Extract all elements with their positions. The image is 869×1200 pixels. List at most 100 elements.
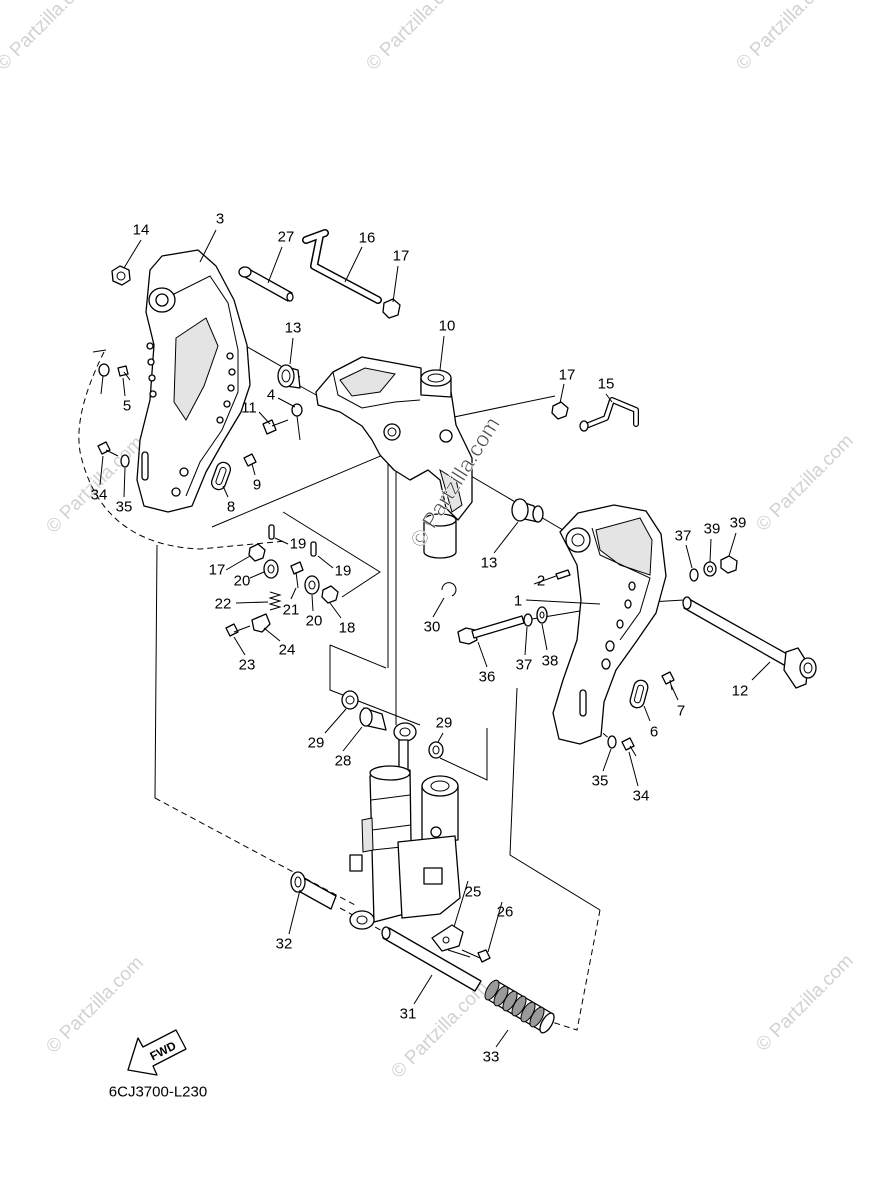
washer-37-right [689,568,699,582]
bushing-13-upper [277,364,301,389]
callout-label: 2 [537,573,545,590]
callout-label: 29 [308,735,325,752]
callout-label: 31 [400,1006,417,1023]
callout-label: 34 [633,788,650,805]
callout-label: 6 [650,724,658,741]
bushing-20-a [263,559,279,579]
callout-label: 18 [339,620,356,637]
spring-33 [484,979,555,1034]
assembly-line [339,907,387,934]
callout-label: 38 [542,653,559,670]
right-clamp-bracket [552,504,667,745]
callout-label: 15 [598,376,615,393]
washer-4 [291,403,303,441]
callout-label: 37 [516,657,533,674]
watermark: © Partzilla.com [752,430,857,535]
watermark: © Partzilla.com [0,0,98,75]
tilt-tube-12 [682,596,817,689]
callout-label: 19 [290,536,307,553]
spring-22 [268,591,282,611]
bolt-34-right [621,737,637,757]
callout-label: 39 [704,521,721,538]
assembly-line [154,797,356,906]
callout-label: 14 [133,222,150,239]
washer-35-right [607,735,617,749]
callout-label: 4 [267,387,275,404]
washer-38 [536,606,548,624]
link-rod-5 [98,363,131,395]
nut-17-lower [248,543,266,562]
callout-leaders [99,229,771,1048]
pin-19-b [310,541,317,557]
nut-39 [720,555,738,574]
callout-label: 39 [730,515,747,532]
callout-label: 17 [209,562,226,579]
pin-31 [381,926,482,992]
assembly-line [282,511,381,598]
callout-label: 11 [241,400,257,417]
callout-label: 16 [359,230,376,247]
tilt-cylinder-assembly [349,722,461,930]
bushing-13-lower [511,498,544,523]
watermark: © Partzilla.com [732,0,837,75]
assembly-line [154,544,158,799]
callout-label: 20 [306,613,323,630]
plate-25 [431,924,464,952]
callout-label: 26 [497,904,514,921]
callout-label: 7 [677,703,685,720]
callout-label: 13 [481,555,498,572]
pin-21 [290,561,304,589]
assembly-line [299,385,319,397]
lever-16 [302,229,382,304]
callout-label: 34 [91,487,108,504]
link-6 [629,679,649,709]
callout-label: 27 [278,229,295,246]
callout-label: 30 [424,619,441,636]
nut-18 [321,585,339,604]
callout-label: 12 [732,683,749,700]
nut-17-right [551,401,569,420]
bushing-29-b [428,741,444,759]
pin-19-a [268,524,275,540]
callout-label: 20 [234,573,251,590]
fwd-arrow-icon: FWD [127,1029,187,1076]
bolt-34-left [97,441,119,457]
assembly-line [211,451,391,528]
callout-label: 28 [335,753,352,770]
watermark: © Partzilla.com [42,952,147,1057]
nut-14 [111,265,131,286]
swivel-bracket-10 [315,356,473,559]
watermark: © Partzilla.com [752,950,857,1055]
assembly-line [78,351,287,550]
callout-label: 13 [285,320,302,337]
pin-27 [238,266,294,302]
bushing-20-b [304,575,320,595]
washer-37-lower [523,613,533,627]
screw-9 [243,453,257,467]
callout-label: 5 [123,398,131,415]
nut-17-top [382,298,401,319]
watermark: © Partzilla.com [42,432,147,537]
callout-label: 19 [335,563,352,580]
washer-35-left [120,454,130,468]
callouts: 14 3 27 16 17 13 10 5 4 11 17 15 34 35 9… [91,211,749,1066]
lever-15 [579,397,639,432]
clip-24 [251,613,271,633]
link-8 [210,461,232,491]
callout-label: 24 [279,642,296,659]
assembly-line [92,349,107,353]
callout-label: 1 [514,593,522,610]
diagram-code: 6CJ3700-L230 [109,1084,207,1101]
sleeve-28 [359,707,387,731]
washer-39 [703,561,717,577]
assembly-line [509,687,601,911]
callout-label: 37 [675,528,692,545]
callout-label: 3 [216,211,224,228]
callout-label: 8 [227,499,235,516]
screw-11 [262,419,289,435]
callout-label: 32 [276,936,293,953]
callout-label: 10 [439,318,456,335]
callout-label: 35 [592,773,609,790]
watermark: © Partzilla.com [362,0,467,75]
